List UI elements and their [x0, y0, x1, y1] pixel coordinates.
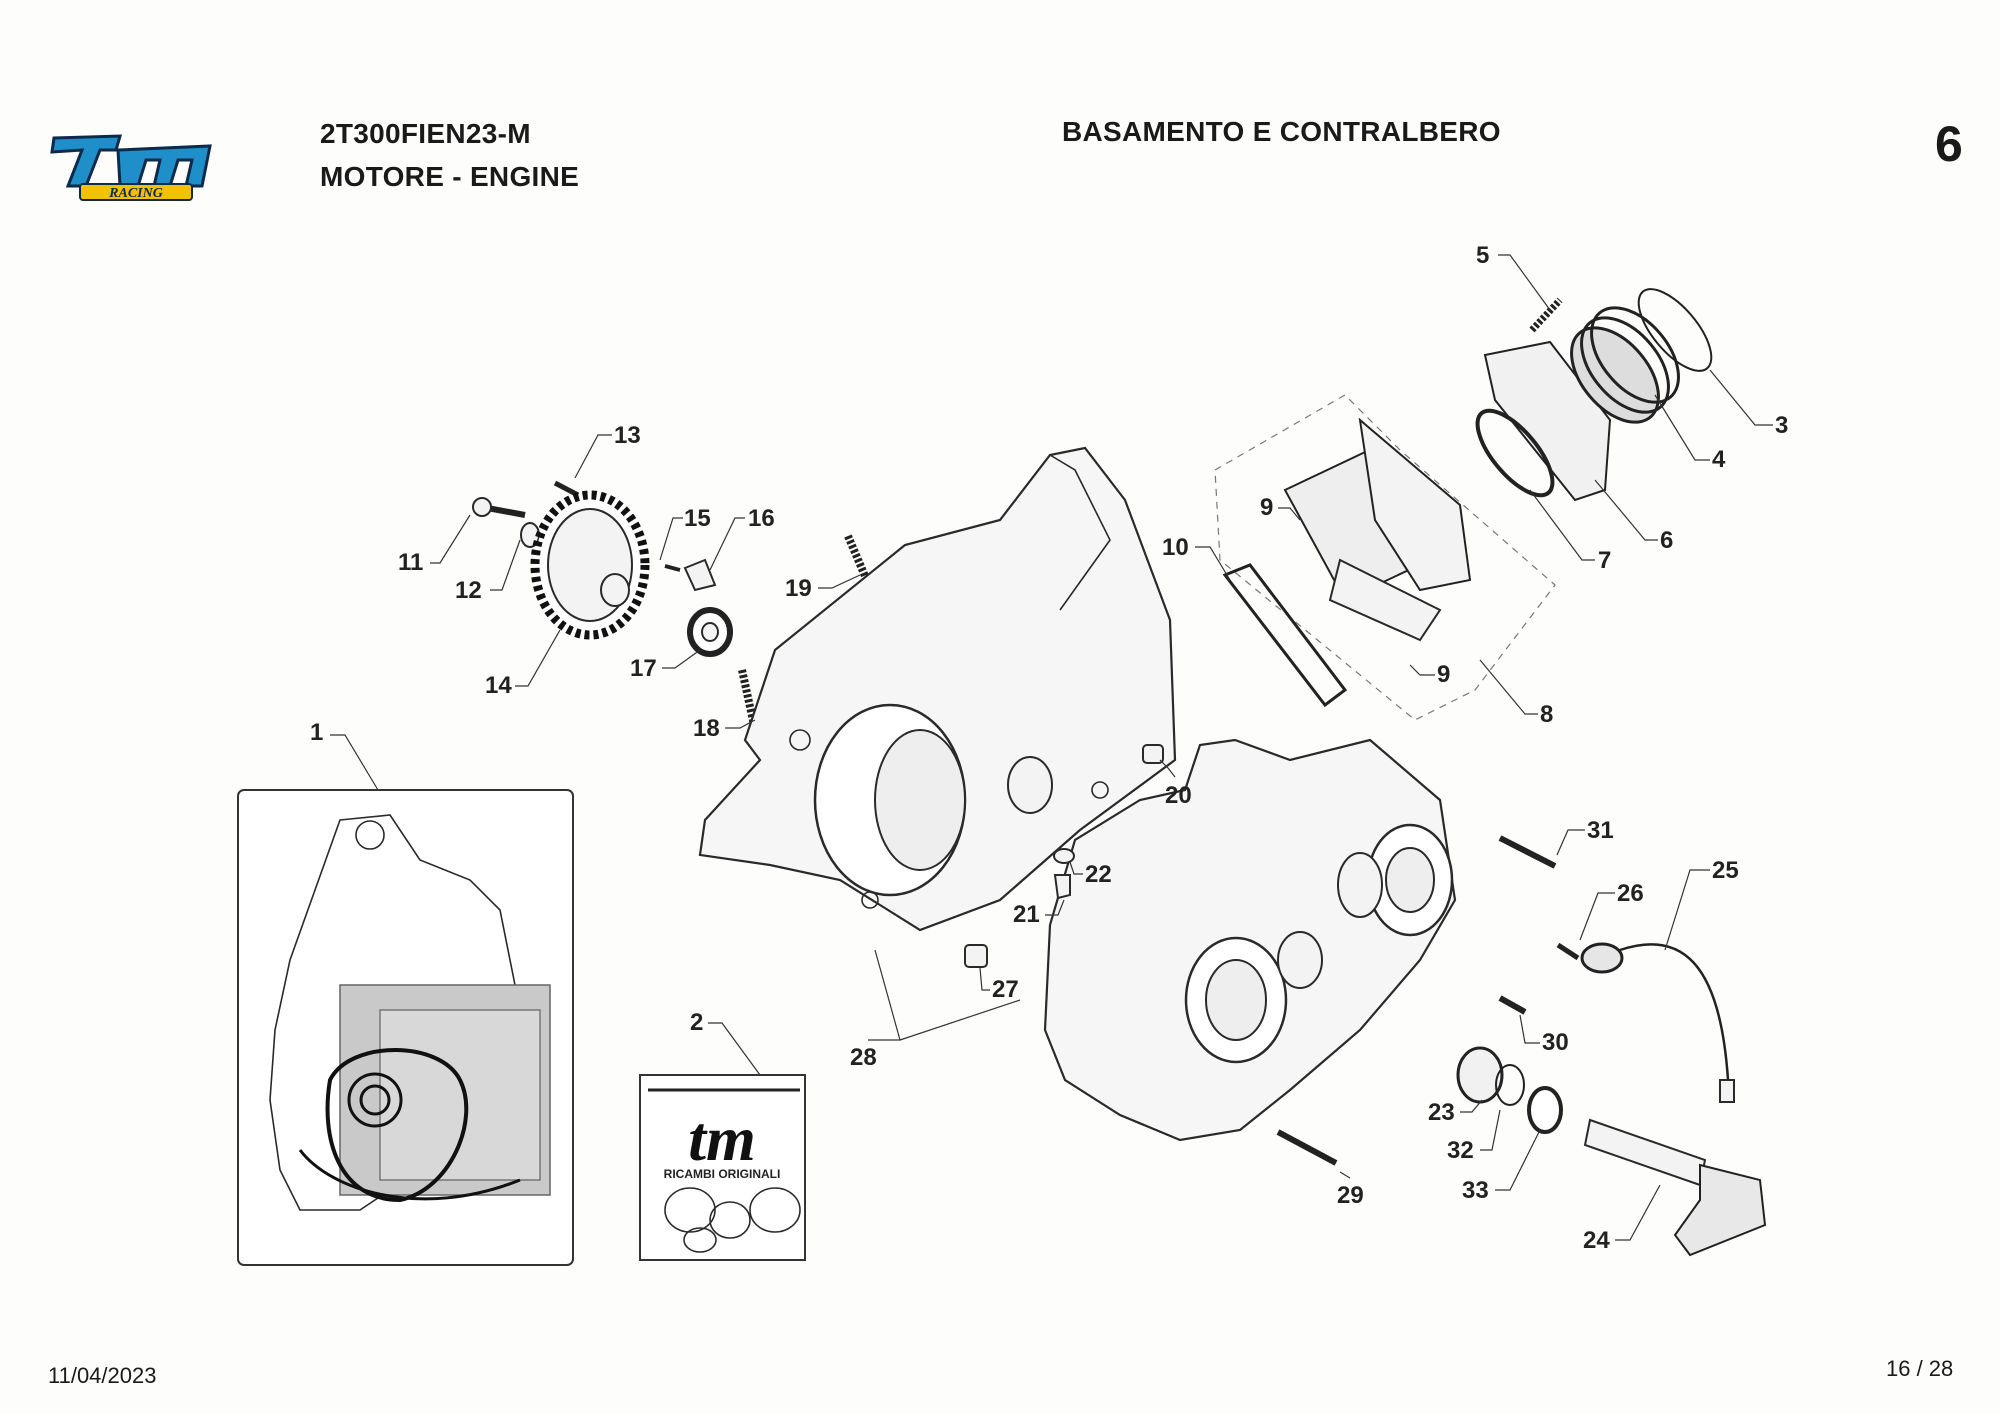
callout-6: 6	[1660, 527, 1673, 554]
callout-17: 17	[630, 655, 657, 682]
dowels-and-plugs	[964, 744, 1164, 968]
catalog-subtitle: MOTORE - ENGINE	[320, 161, 580, 192]
callout-11: 11	[398, 549, 423, 576]
callout-9a: 9	[1260, 494, 1273, 521]
callout-4: 4	[1712, 446, 1726, 473]
model-code: 2T300FIEN23-M	[320, 118, 531, 149]
right-crankcase-half	[1043, 738, 1457, 1142]
callout-15: 15	[684, 505, 711, 532]
callout-32: 32	[1447, 1137, 1474, 1164]
callout-9b: 9	[1437, 661, 1450, 688]
kit-caption-text: RICAMBI ORIGINALI	[664, 1167, 781, 1181]
callout-21: 21	[1013, 901, 1040, 928]
crankcase-screws	[1276, 835, 1557, 1166]
callout-1: 1	[310, 719, 323, 746]
callout-24: 24	[1583, 1227, 1610, 1254]
counter-shaft-group	[1456, 1046, 1767, 1257]
callout-7: 7	[1598, 547, 1611, 574]
callout-2: 2	[690, 1009, 703, 1036]
callout-20: 20	[1165, 782, 1192, 809]
callout-23: 23	[1428, 1099, 1455, 1126]
callout-8: 8	[1540, 701, 1553, 728]
callout-labels: 1 2 3 4 5 6 7 8 9 9 10 11 12 13 14 15 16…	[310, 242, 1788, 1254]
callout-31: 31	[1587, 817, 1614, 844]
callout-leaders	[330, 254, 1773, 1241]
section-number: 6	[1935, 116, 1964, 172]
callout-28: 28	[850, 1044, 877, 1071]
reed-valve-group	[1214, 394, 1556, 721]
section-title: BASAMENTO E CONTRALBERO	[1062, 116, 1501, 147]
callout-13: 13	[614, 422, 641, 449]
callout-29: 29	[1337, 1182, 1364, 1209]
callout-25: 25	[1712, 857, 1739, 884]
gasket-kit-illustration	[237, 789, 574, 1266]
balancer-gear-group	[472, 480, 733, 657]
sensor-group	[1556, 942, 1735, 1103]
intake-manifold-group	[1475, 288, 1713, 502]
kit-brand-text: tm	[688, 1103, 756, 1174]
callout-27: 27	[992, 976, 1019, 1003]
footer-pagination: 16 / 28	[1886, 1356, 1954, 1381]
callout-19: 19	[785, 575, 812, 602]
intake-boot	[1570, 306, 1680, 424]
callout-18: 18	[693, 715, 720, 742]
callout-3: 3	[1775, 412, 1788, 439]
left-crankcase-half	[698, 446, 1177, 932]
callout-5: 5	[1476, 242, 1489, 269]
callout-10: 10	[1162, 534, 1189, 561]
callout-14: 14	[485, 672, 512, 699]
callout-33: 33	[1462, 1177, 1489, 1204]
callout-16: 16	[748, 505, 775, 532]
callout-26: 26	[1617, 880, 1644, 907]
footer-date: 11/04/2023	[48, 1363, 157, 1388]
logo-racing-text: RACING	[108, 186, 163, 201]
callout-22: 22	[1085, 861, 1112, 888]
callout-30: 30	[1542, 1029, 1569, 1056]
callout-12: 12	[455, 577, 482, 604]
tm-racing-logo: RACING	[50, 134, 212, 201]
oil-seal-kit-illustration: tm RICAMBI ORIGINALI	[639, 1074, 806, 1261]
